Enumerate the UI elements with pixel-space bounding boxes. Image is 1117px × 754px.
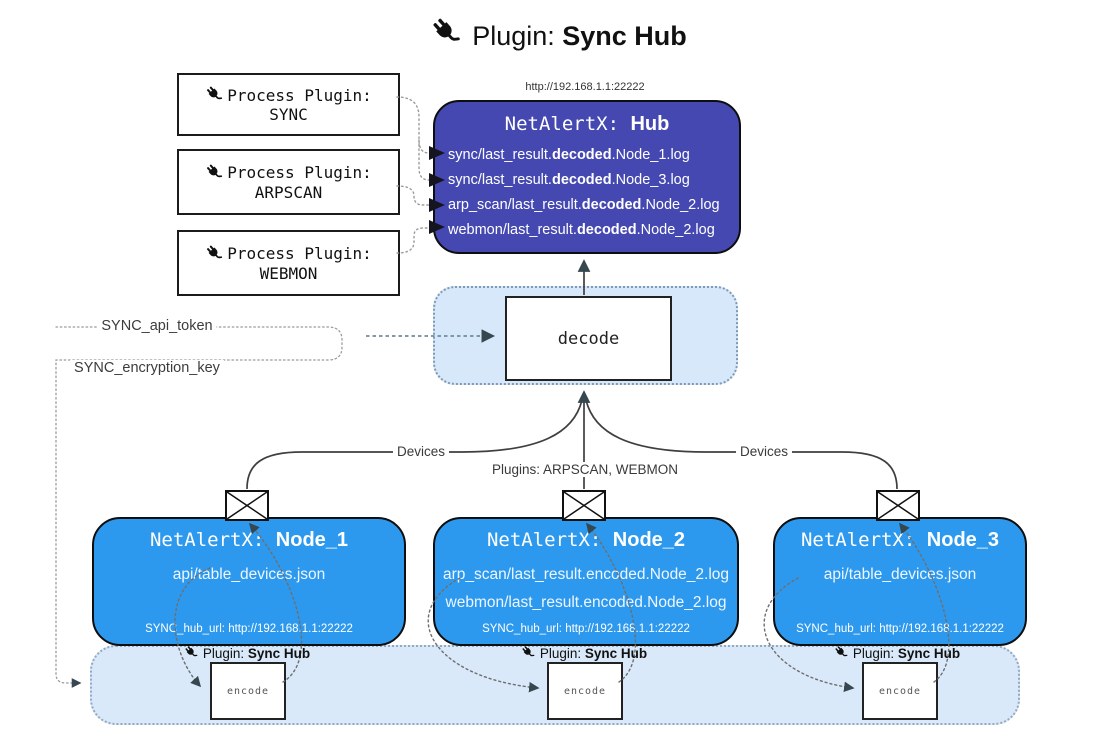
sync-api-token-label: SYNC_api_token <box>97 318 217 334</box>
plug-icon <box>521 645 536 661</box>
page-title: Plugin: Sync Hub <box>0 16 1117 56</box>
node2-title: NetAlertX: Node_2 <box>486 529 686 551</box>
hub-log-lines: sync/last_result.decoded.Node_1.log sync… <box>435 143 739 243</box>
hub-title-bold: Hub <box>630 113 670 135</box>
hub-log-line: arp_scan/last_result.decoded.Node_2.log <box>448 197 720 213</box>
node2-file-line: arp_scan/last_result.encoded.Node_2.log <box>442 566 730 583</box>
decode-box: decode <box>505 296 672 381</box>
process-plugin-name: SYNC <box>269 105 308 124</box>
node1-file-line: api/table_devices.json <box>172 566 326 583</box>
encode-box: encode <box>862 662 938 720</box>
encode-plugin-label: Plugin: Sync Hub <box>834 645 960 661</box>
hub-title: NetAlertX: Hub <box>435 113 739 136</box>
node3-file-line: api/table_devices.json <box>823 566 977 583</box>
devices-label-left: Devices <box>392 444 450 459</box>
devices-label-right: Devices <box>735 444 793 459</box>
node2-file-line: webmon/last_result.encoded.Node_2.log <box>445 594 727 611</box>
process-plugin-name: WEBMON <box>259 263 318 283</box>
node3-box: NetAlertX: Node_3 api/table_devices.json… <box>773 517 1027 646</box>
process-plugin-label: Process Plugin: <box>227 85 372 105</box>
plug-icon <box>430 16 463 56</box>
encode-box: encode <box>547 662 623 720</box>
hub-url: http://192.168.1.1:22222 <box>525 81 645 93</box>
plug-icon <box>184 645 199 661</box>
hub-log-line: sync/last_result.decoded.Node_3.log <box>448 172 690 188</box>
plug-icon <box>205 244 224 264</box>
process-plugin-box-arpscan: Process Plugin: ARPSCAN <box>177 149 400 215</box>
plug-icon <box>205 163 224 183</box>
process-plugin-name: ARPSCAN <box>254 182 323 202</box>
encode-box: encode <box>210 662 286 720</box>
envelope-icon <box>562 490 606 521</box>
title-bold: Sync Hub <box>562 20 687 51</box>
process-plugin-label: Process Plugin: <box>227 244 372 263</box>
encode-plugin-label: Plugin: Sync Hub <box>521 645 647 661</box>
process-plugin-box-webmon: Process Plugin: WEBMON <box>177 230 400 296</box>
node1-file-line <box>94 589 404 617</box>
node1-title: NetAlertX: Node_1 <box>149 529 349 551</box>
envelope-icon <box>225 490 269 521</box>
process-plugin-label: Process Plugin: <box>227 163 372 182</box>
hub-log-line: sync/last_result.decoded.Node_1.log <box>448 147 690 163</box>
plugins-label-middle: Plugins: ARPSCAN, WEBMON <box>487 462 683 477</box>
plug-icon <box>205 85 224 105</box>
envelope-icon <box>876 490 920 521</box>
node3-title: NetAlertX: Node_3 <box>800 529 1000 551</box>
node1-hub-url: SYNC_hub_url: http://192.168.1.1:22222 <box>145 623 353 635</box>
hub-box: NetAlertX: Hub sync/last_result.decoded.… <box>433 100 741 254</box>
process-plugin-box-sync: Process Plugin: SYNC <box>177 73 400 136</box>
node2-hub-url: SYNC_hub_url: http://192.168.1.1:22222 <box>482 623 690 635</box>
title-prefix: Plugin: <box>472 20 563 51</box>
node1-box: NetAlertX: Node_1 api/table_devices.json… <box>92 517 406 646</box>
hub-log-line: webmon/last_result.decoded.Node_2.log <box>448 222 715 238</box>
node3-file-line <box>775 589 1025 617</box>
sync-encryption-key-label: SYNC_encryption_key <box>70 360 224 376</box>
node2-box: NetAlertX: Node_2 arp_scan/last_result.e… <box>433 517 739 646</box>
node3-hub-url: SYNC_hub_url: http://192.168.1.1:22222 <box>796 623 1004 635</box>
process-to-hub-connectors <box>396 96 430 254</box>
hub-title-mono: NetAlertX: <box>504 113 631 135</box>
encode-plugin-label: Plugin: Sync Hub <box>184 645 310 661</box>
plug-icon <box>834 645 849 661</box>
